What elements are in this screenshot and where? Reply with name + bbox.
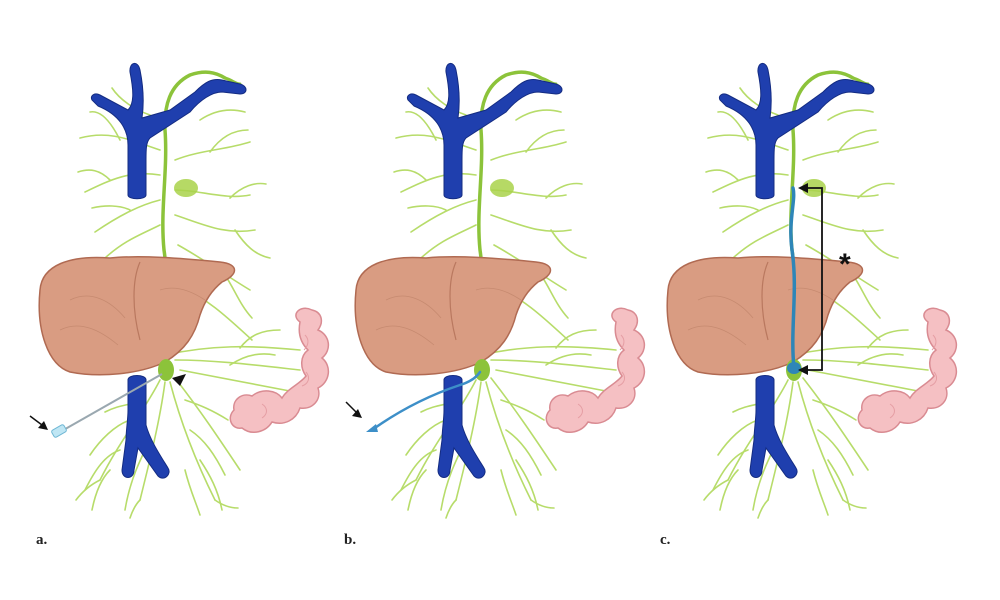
panel-label-c: c. <box>660 532 671 548</box>
bracket-arrow <box>806 187 823 371</box>
arrow-icon <box>29 415 48 430</box>
needle-icon <box>51 373 163 438</box>
arrowhead-icon <box>172 374 186 386</box>
panel-label-b: b. <box>344 532 357 548</box>
panel-b <box>345 61 647 520</box>
arrow-icon <box>345 401 362 418</box>
panel-c <box>665 61 959 520</box>
asterisk-marker: * <box>839 248 851 281</box>
catheter-icon <box>370 370 482 432</box>
embolized-segment-icon <box>789 186 797 370</box>
panel-label-a: a. <box>36 532 48 548</box>
panel-a <box>29 61 331 520</box>
